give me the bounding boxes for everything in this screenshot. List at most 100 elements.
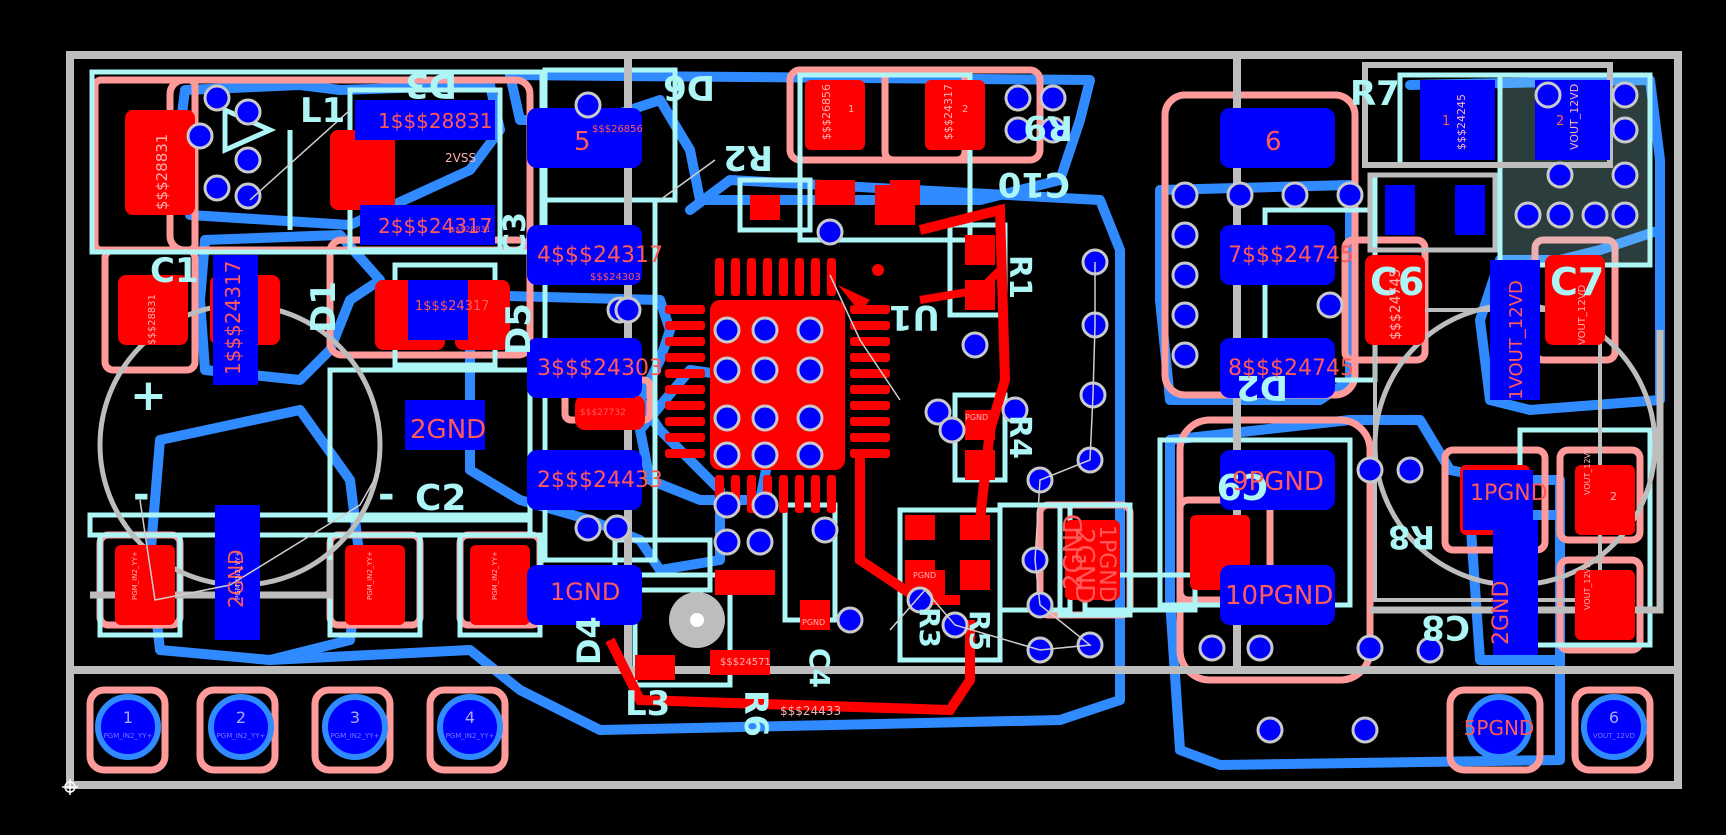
d1-pad2-label: 2GND	[410, 415, 486, 445]
u1-pin	[665, 353, 705, 362]
u1-pin	[850, 401, 890, 410]
via	[1396, 456, 1424, 484]
connector-pin-2-net: PGM_IN2_YY+	[217, 732, 266, 740]
via	[811, 516, 839, 544]
r7-net1-label: $$$24245	[1455, 94, 1468, 150]
u1-net-label: $$$24571	[720, 657, 771, 668]
c7-net-label: VOUT_12VD	[1577, 284, 1588, 345]
designator-d5-left[interactable]: D5	[499, 303, 539, 355]
via	[751, 316, 779, 344]
designator-r9[interactable]: R9	[1023, 107, 1073, 147]
d6-pad5-net-label: $$$26856	[592, 124, 643, 135]
vias	[186, 81, 1639, 744]
d6-pad2-label: 2$$$24433	[537, 468, 663, 493]
designator-c7[interactable]: C7	[1550, 260, 1604, 304]
designator-c6[interactable]: C6	[1370, 260, 1424, 304]
c7-pad1-label: 1VOUT_12VD	[1506, 280, 1527, 400]
designator-r7[interactable]: R7	[1350, 74, 1400, 114]
via	[203, 84, 231, 112]
designator-u1[interactable]: U1	[889, 297, 940, 337]
via	[1171, 261, 1199, 289]
connector-pin-6[interactable]: 6 VOUT_12VD	[1581, 694, 1647, 760]
connector-pin-4[interactable]: 4 PGM_IN2_YY+	[437, 694, 503, 760]
ratsnest-lines	[139, 109, 1096, 651]
designator-r5[interactable]: R5	[963, 610, 996, 651]
via	[751, 356, 779, 384]
u1-pin	[795, 475, 804, 513]
designator-r1[interactable]: R1	[1002, 255, 1037, 299]
designator-c9[interactable]: C9	[1217, 465, 1268, 506]
via	[1171, 181, 1199, 209]
u1-pin	[779, 475, 788, 513]
via	[796, 356, 824, 384]
via	[796, 441, 824, 469]
c2-pad2-label: 2GND	[1059, 514, 1089, 590]
d3-pad2-label: 2$$$24317	[378, 214, 493, 238]
u1-pin	[811, 258, 820, 296]
via	[1198, 634, 1226, 662]
pad-labels: 1$$$28831 2$$$24317 $$$28831 2VSS 5 $$$2…	[131, 84, 1617, 718]
connector-pin-1-num: 1	[123, 708, 133, 727]
d3-net2-label: 2VSS	[445, 151, 476, 165]
designator-r2[interactable]: R2	[723, 137, 773, 177]
designator-r6[interactable]: R6	[737, 690, 775, 737]
r3-net-label: PGND	[913, 571, 936, 580]
u1-pin	[747, 258, 756, 296]
via	[1416, 636, 1444, 664]
r6-net-label: $$$24433	[780, 704, 841, 718]
via	[574, 514, 602, 542]
designator-c2[interactable]: C2	[415, 478, 466, 519]
designator-c3[interactable]: C3	[498, 212, 533, 255]
designator-c1[interactable]: C1	[150, 251, 199, 291]
via	[1004, 116, 1032, 144]
polarity-plus-left: +	[130, 370, 167, 421]
designator-c8[interactable]: C8	[1421, 607, 1470, 647]
connector-pin-2[interactable]: 2 PGM_IN2_YY+	[208, 694, 274, 760]
designator-r8[interactable]: R8	[1388, 518, 1435, 556]
via	[603, 514, 631, 542]
u1-pin	[850, 353, 890, 362]
designator-d2[interactable]: D2	[1236, 367, 1288, 407]
u1-pin	[665, 385, 705, 394]
designator-c10[interactable]: C10	[998, 164, 1070, 204]
u1-pin	[850, 433, 890, 442]
d6-pad4-net-label: $$$24303	[590, 272, 641, 283]
designator-d3[interactable]: D3	[405, 65, 457, 105]
via	[751, 491, 779, 519]
designator-r3[interactable]: R3	[913, 607, 946, 648]
via	[186, 122, 214, 150]
connector-pin-2-num: 2	[236, 708, 246, 727]
r4-net-label: PGND	[965, 413, 988, 422]
silkscreen-labels: D3 L1 C1 D1 C2 D5 C3 D6 R2 R9 C10 R1 U1 …	[130, 65, 1604, 737]
u1-pin	[763, 258, 772, 296]
via	[713, 404, 741, 432]
d5-pad7-label: 7$$$24745	[1228, 243, 1354, 268]
designator-c4[interactable]: C4	[803, 648, 836, 688]
designator-l3[interactable]: L3	[625, 684, 670, 724]
connector-pin-3[interactable]: 3 PGM_IN2_YY+	[322, 694, 388, 760]
designator-d6[interactable]: D6	[663, 67, 715, 107]
designator-d4[interactable]: D4	[570, 616, 608, 665]
via	[713, 356, 741, 384]
via	[1351, 716, 1379, 744]
u1-pin	[850, 449, 890, 458]
connector-pin-1[interactable]: 1 PGM_IN2_YY+	[95, 694, 161, 760]
via	[1514, 201, 1542, 229]
u1-pin	[731, 258, 740, 296]
d3-pad1-label: 1$$$28831	[378, 109, 493, 133]
designator-l1[interactable]: L1	[300, 91, 345, 131]
designator-r4[interactable]: R4	[1002, 415, 1037, 459]
connector-j1[interactable]: 1 PGM_IN2_YY+ 2 PGM_IN2_YY+ 3 PGM_IN2_YY…	[95, 694, 1647, 760]
connector-pin-3-net: PGM_IN2_YY+	[331, 732, 380, 740]
u1-pin	[850, 385, 890, 394]
mounting-hole	[669, 592, 725, 648]
u1-pin	[665, 417, 705, 426]
c8-net2-label: VOUT_12VD	[1583, 447, 1592, 495]
via	[1001, 396, 1029, 424]
designator-d1[interactable]: D1	[304, 281, 344, 333]
r7-pad1-label: 1	[1442, 114, 1450, 129]
connector-pin-5[interactable]: 5PGND	[1464, 694, 1535, 760]
left-smd-label: $$$28831	[147, 294, 158, 345]
u1-pin	[665, 321, 705, 330]
